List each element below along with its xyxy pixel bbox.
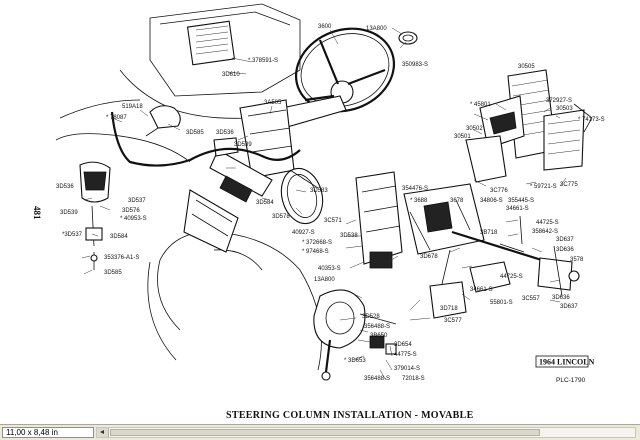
status-bar: 11,00 x 8,48 in [0,424,640,440]
part-label: 356488-S [364,376,390,382]
part-label: 350983-S [402,62,428,68]
model-label-text: 1964 LINCOLN [539,358,595,367]
leader-lines [81,27,567,381]
shift-lever-drawing [313,289,397,381]
part-label: 3D585 [104,270,122,276]
upper-right-assembly-drawing [465,69,593,183]
part-label: * 378591-S [248,58,278,64]
part-label: 3D718 [440,306,458,312]
clip-assembly-drawing [145,105,181,137]
part-label: 3D583 [310,188,328,194]
part-label: 519A18 [122,104,143,110]
part-label: 30502 [466,126,483,132]
part-label: 3C776 [490,188,508,194]
part-labels: 3600 13A800 350983-S * 378591-S 3D610 30… [56,24,605,382]
part-label: * 45801 [470,102,491,108]
part-label: 3D539 [60,210,78,216]
part-label: 3D537 [128,198,146,204]
part-label: 72018-S [402,376,425,382]
part-label: 3B718 [480,230,498,236]
part-label: 3D539 [234,142,252,148]
part-label: 3D584 [256,200,274,206]
part-label: 3D536 [216,130,234,136]
part-label: 40927-S [292,230,315,236]
page-size-readout: 11,00 x 8,48 in [2,427,94,438]
part-label: 3C577 [444,318,462,324]
part-label: 30505 [518,64,535,70]
housing-3d578-drawing [280,167,324,225]
part-label: 3D538 [340,233,358,239]
part-label: 13A800 [366,26,387,32]
steering-column-drawing [183,95,347,253]
part-label: 3B650 [370,333,388,339]
column-bracket-drawing [79,161,111,270]
part-label: 3C571 [324,218,342,224]
part-label: 3578 [570,257,584,263]
part-label: 3D637 [556,237,574,243]
wiring-harness-drawing [110,111,301,167]
part-label: 354476-S [402,186,428,192]
part-label: 3A505 [264,100,282,106]
figure-caption: STEERING COLUMN INSTALLATION - MOVABLE [226,410,474,421]
part-label: 44725-S [500,274,523,280]
part-label: * 3D653 [344,358,366,364]
part-label: 44775-S [394,352,417,358]
page-number: 481 [32,206,42,220]
part-label: 379014-S [394,366,420,372]
part-label: 40353-S [318,266,341,272]
part-label: 34661-S [470,287,493,293]
part-label: 3C557 [522,296,540,302]
part-label: 356488-S [364,324,390,330]
part-label: * 59721-S [530,184,557,190]
part-label: * 74173-S [578,117,605,123]
part-label: * 40953-S [120,216,147,222]
part-label: 3D636 [556,247,574,253]
part-label: 3D536 [56,184,74,190]
part-label: 355445-S [508,198,534,204]
part-label: 3D578 [272,214,290,220]
part-label: 3C775 [560,182,578,188]
document-viewport: 481 [32,3,605,421]
part-label: 3678 [450,198,464,204]
scroll-left-arrow-icon[interactable] [97,428,109,437]
steering-column-diagram: 481 [32,3,605,421]
part-label: 372927-S [546,98,572,104]
part-label: 30501 [454,134,471,140]
part-label: 3D528 [362,314,380,320]
part-label: 44725-S [536,220,559,226]
horn-cap-drawing [398,31,418,45]
part-label: 358642-S [532,229,558,235]
part-label: * 97468-S [302,249,329,255]
part-label: * 3688 [410,198,428,204]
part-label: 13A800 [314,277,335,283]
bracket-3c571-drawing [355,171,403,269]
part-label: 3D637 [560,304,578,310]
part-label: 3D654 [394,342,412,348]
part-label: * 78087 [106,115,127,121]
plate-code: PLC-1790 [556,377,586,384]
part-label: 3600 [318,24,332,30]
model-label: 1964 LINCOLN [535,355,595,368]
column-support-drawing [403,183,485,255]
part-label: 3D584 [110,234,128,240]
scroll-thumb[interactable] [110,429,540,436]
linkage-rods-drawing [429,215,580,319]
part-label: 3D585 [186,130,204,136]
instrument-panel-drawing [59,3,301,119]
part-label: 3D576 [122,208,140,214]
part-label: 3D678 [420,254,438,260]
part-label: 3D636 [552,295,570,301]
part-label: 55801-S [490,300,513,306]
part-label: 353376-A1-S [104,255,139,261]
part-label: *3D537 [62,232,83,238]
part-label: 3D610 [222,72,240,78]
part-label: 34661-S [506,206,529,212]
part-label: 30503 [556,106,573,112]
part-label: 34806-S [480,198,503,204]
part-label: * 372668-S [302,240,332,246]
horizontal-scrollbar[interactable] [96,427,636,438]
